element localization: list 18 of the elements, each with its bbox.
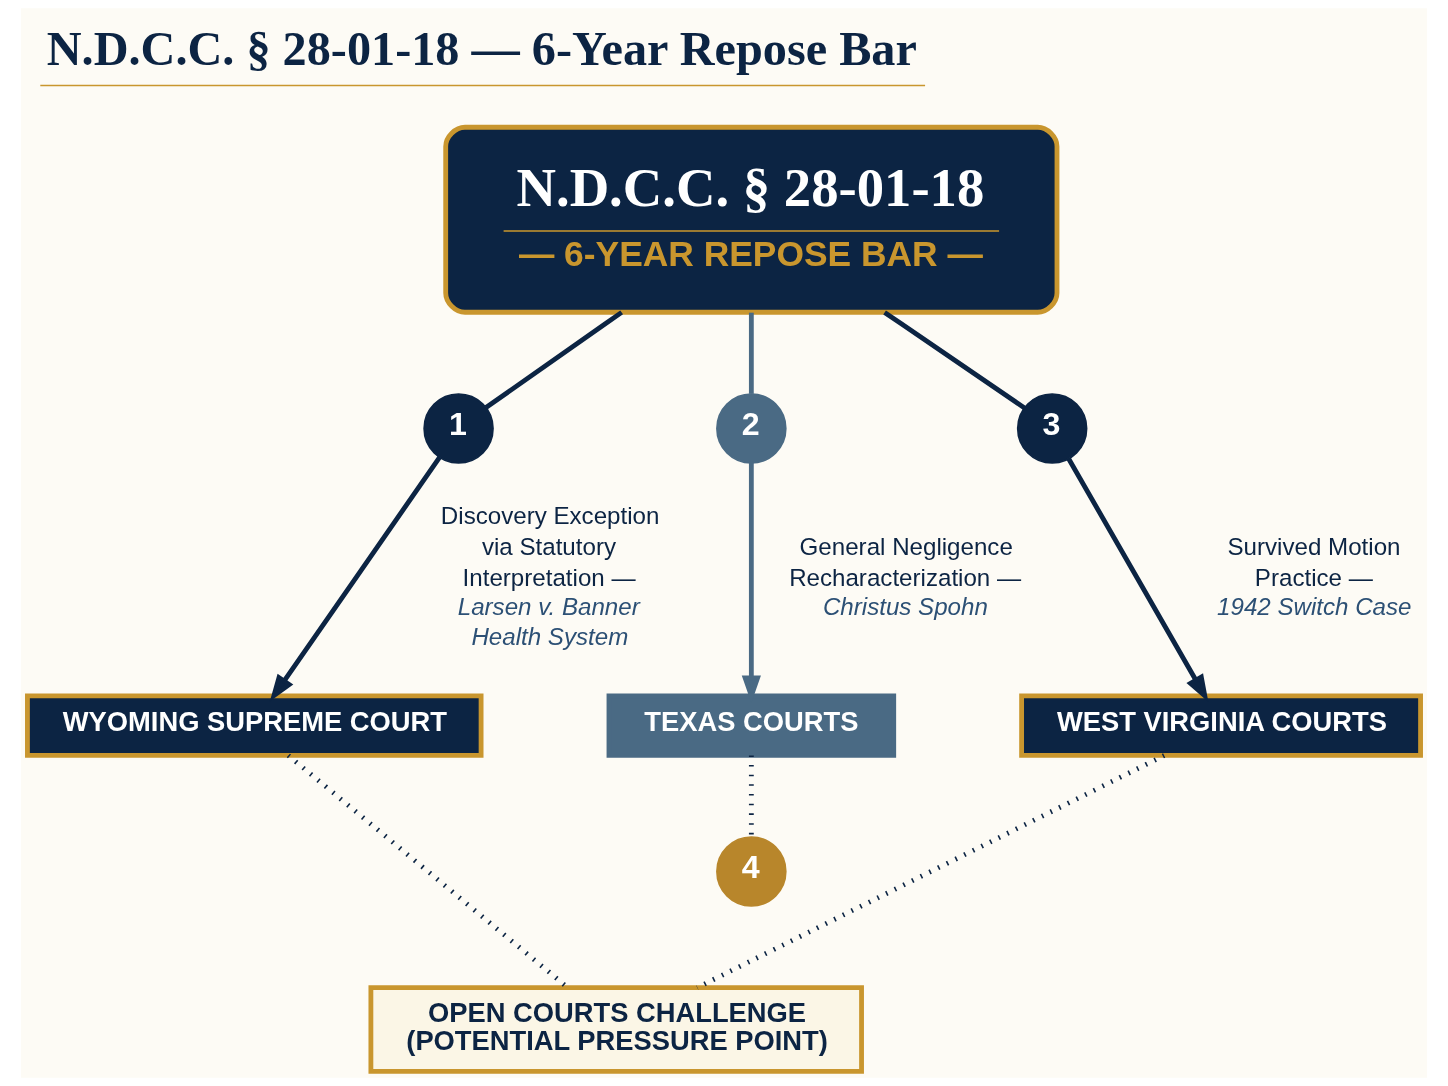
arrow — [269, 455, 442, 702]
node-circle: 3 — [1016, 393, 1088, 464]
connector — [484, 310, 624, 410]
node-box: OPEN COURTS CHALLENGE (POTENTIAL PRESSURE POINT) — [368, 985, 864, 1074]
arrow — [1066, 457, 1209, 702]
node-box: WYOMING SUPREME COURT — [25, 693, 484, 758]
connector — [883, 310, 1026, 410]
edge-label: General Negligence Recharacterization — Christus Spohn — [789, 533, 1022, 620]
node-box: WEST VIRGINIA COURTS — [1019, 693, 1423, 758]
connector — [748, 312, 754, 394]
edge-label: Survived Motion Practice — 1942 Switch Case — [1217, 533, 1412, 620]
node-circle: 2 — [716, 393, 787, 464]
node-circle: 1 — [423, 393, 494, 464]
node-circle: 4 — [716, 836, 787, 907]
edge-label: Discovery Exception via Statutory Interpretation — Larsen v. Banner Health System — [440, 502, 660, 651]
node-box: N.D.C.C. § 28-01-18 — 6-YEAR REPOSE BAR — — [443, 124, 1060, 315]
diagram-title: N.D.C.C. § 28-01-18 — 6-Year Repose Bar — [46, 21, 917, 75]
node-box: TEXAS COURTS — [606, 693, 897, 758]
